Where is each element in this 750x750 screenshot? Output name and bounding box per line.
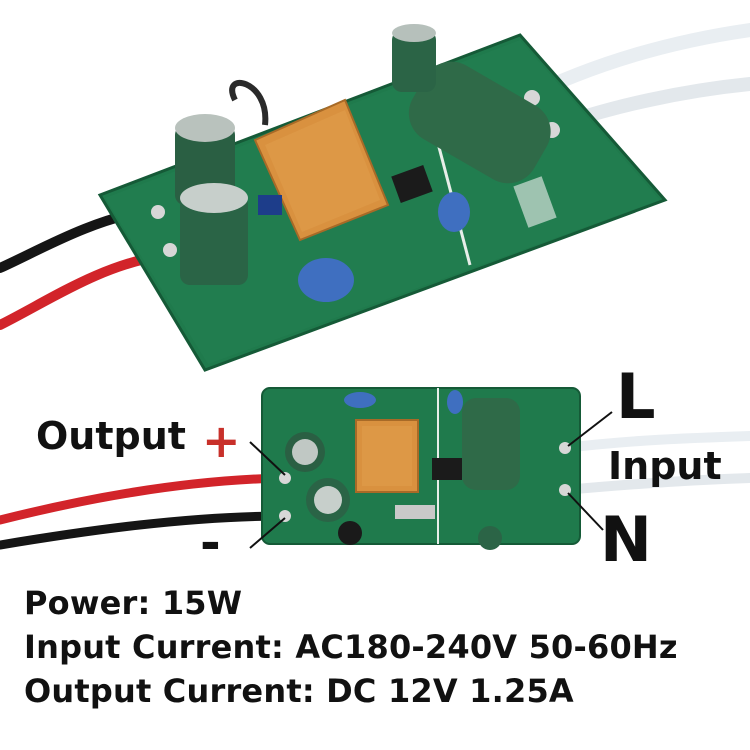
red-wire-top <box>0 250 170 330</box>
leader-plus <box>249 441 286 476</box>
plus-label: + <box>202 414 241 468</box>
l-label: L <box>616 360 656 433</box>
leader-l <box>567 411 613 447</box>
spec-output-current: Output Current: DC 12V 1.25A <box>24 672 574 710</box>
leader-minus <box>249 517 286 549</box>
spec-power: Power: 15W <box>24 584 243 622</box>
n-label: N <box>600 503 652 576</box>
white-wire-bottom-2 <box>560 473 750 495</box>
white-wire-bottom-1 <box>560 431 750 453</box>
minus-label: - <box>200 514 221 572</box>
black-wire-bottom <box>0 511 290 550</box>
spec-input-current: Input Current: AC180-240V 50-60Hz <box>24 628 678 666</box>
red-wire-bottom <box>0 473 290 525</box>
top-board-photo <box>0 23 750 372</box>
input-label: Input <box>608 444 722 488</box>
bottom-board-photo <box>0 387 750 550</box>
product-photo <box>0 23 750 550</box>
leader-n <box>567 492 604 531</box>
output-label: Output <box>36 414 186 458</box>
